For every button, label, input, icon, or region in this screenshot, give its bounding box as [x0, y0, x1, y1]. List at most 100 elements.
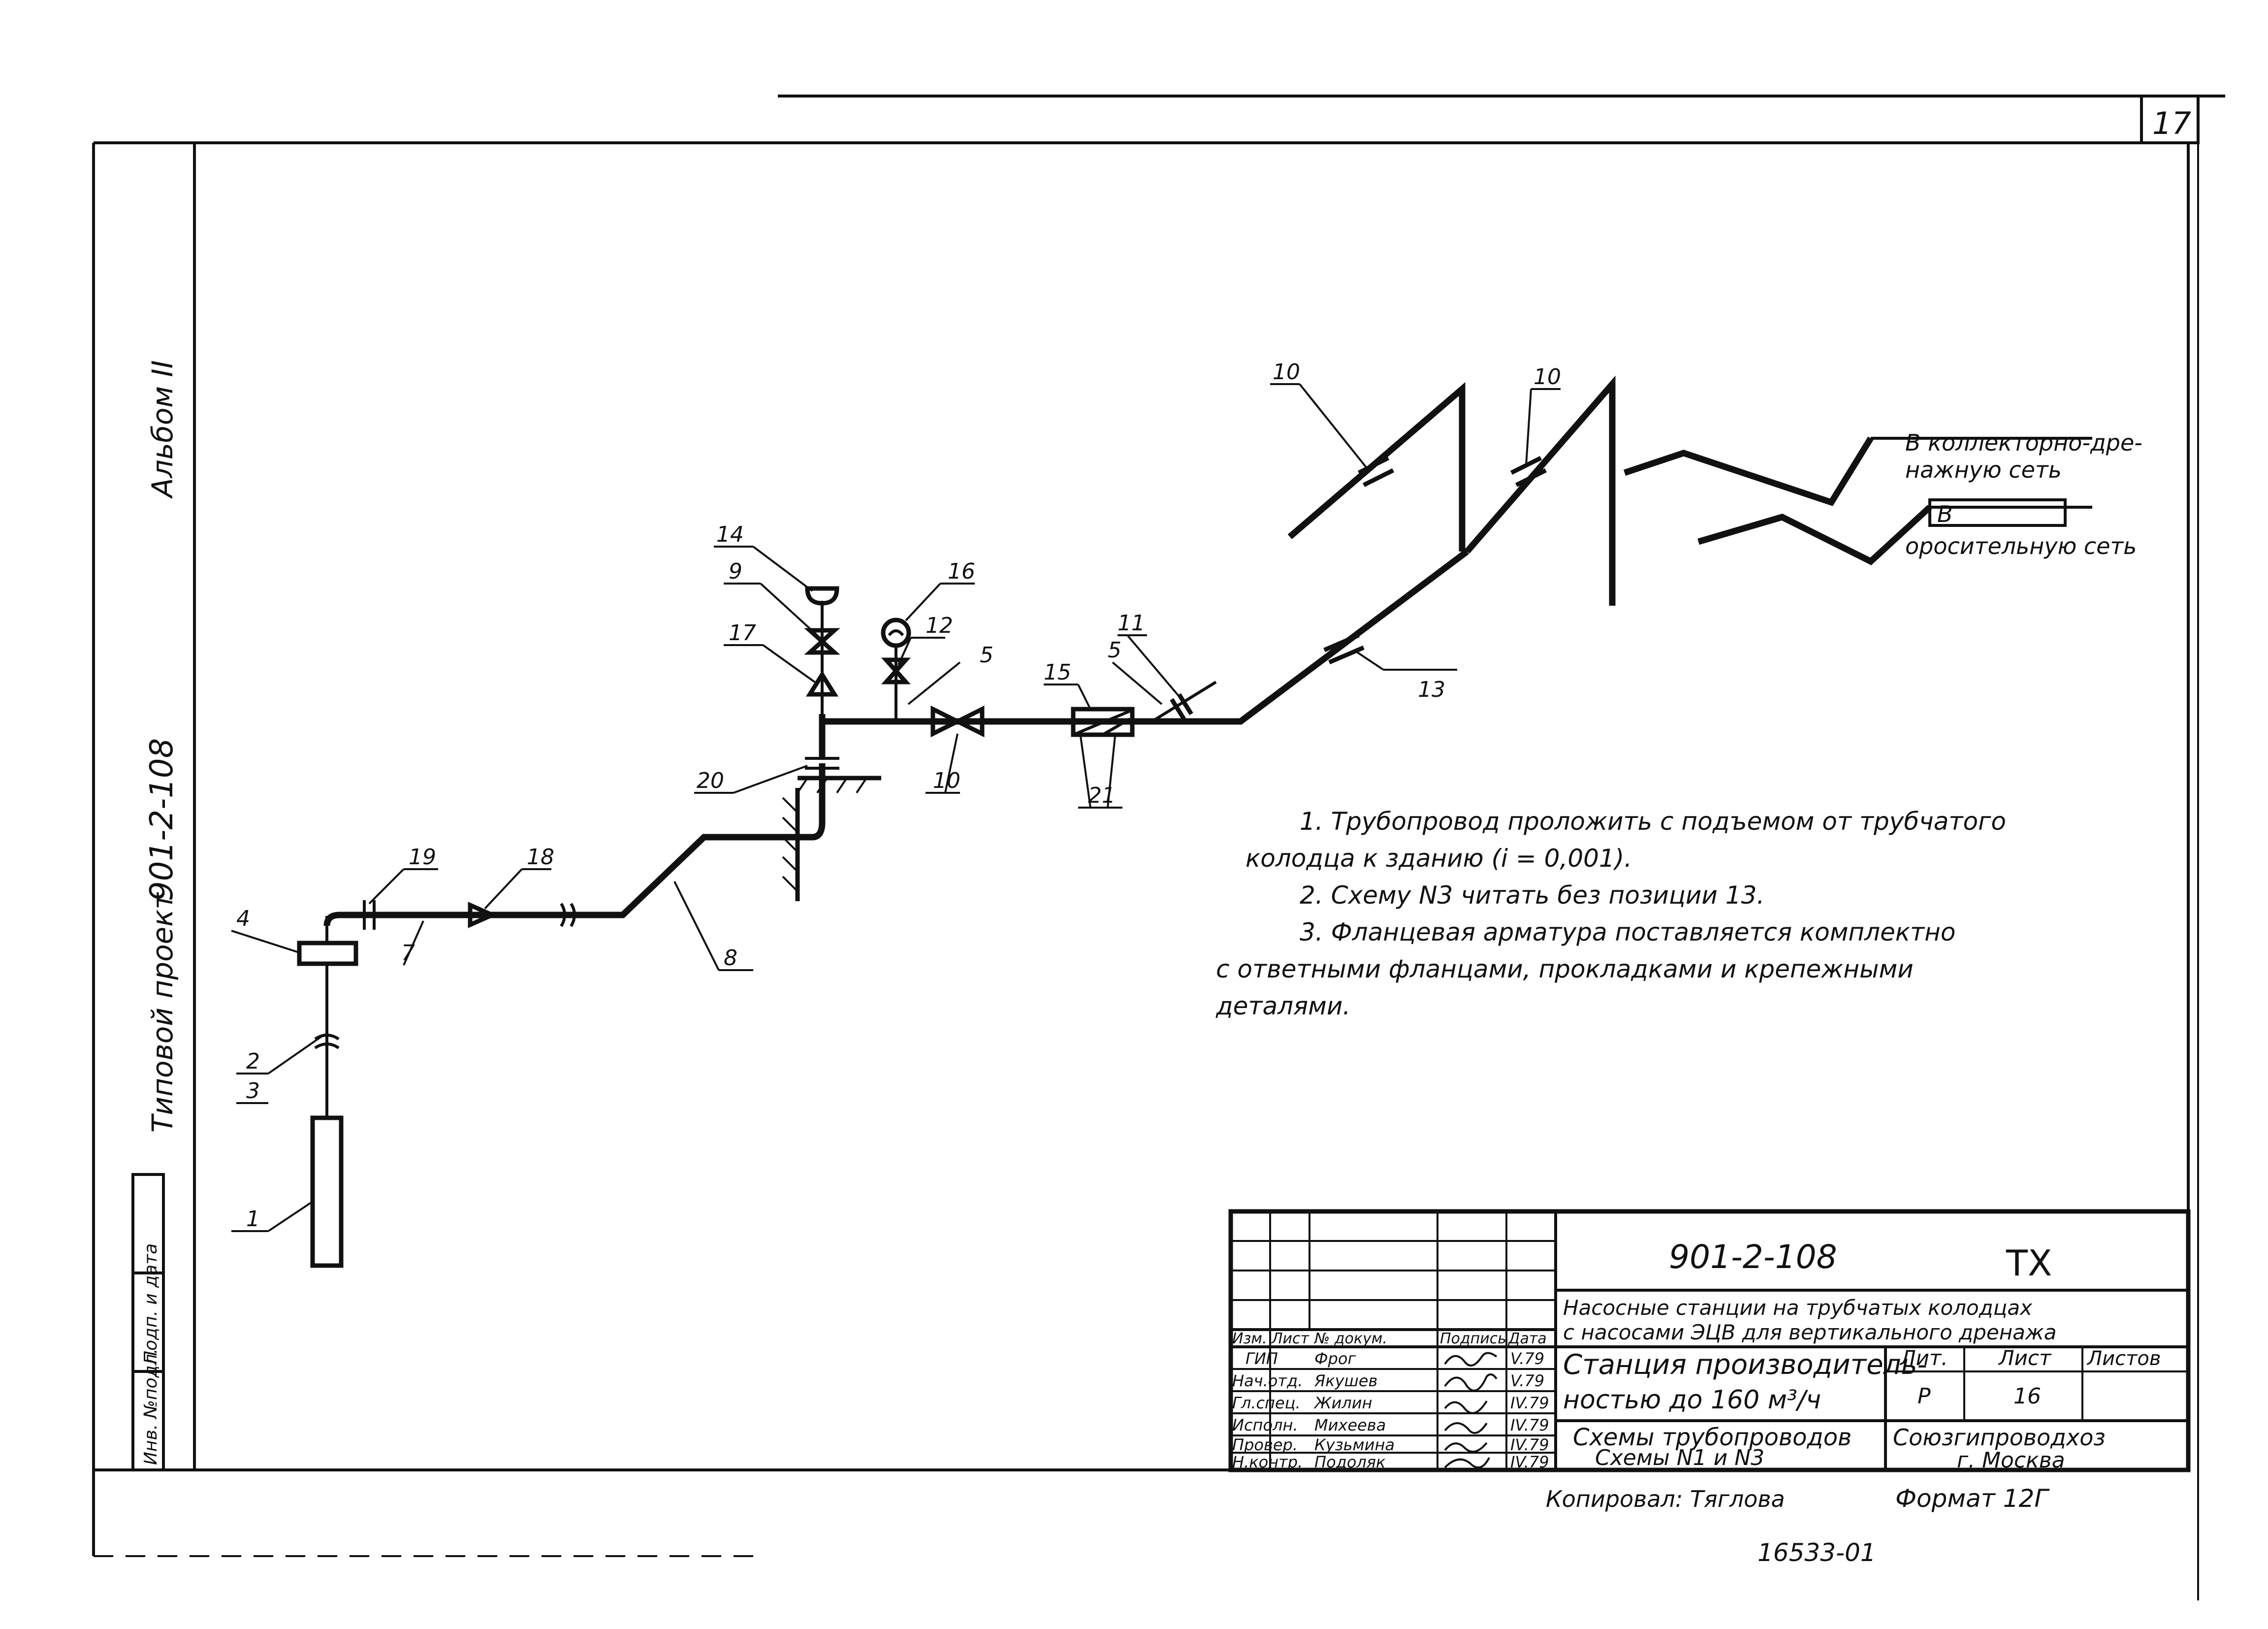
row-date: V.79: [1510, 1371, 1544, 1390]
col-izm: Изм.: [1232, 1330, 1267, 1347]
note-line: 2. Схему N3 читать без позиции 13.: [1300, 881, 1764, 910]
sheet-value: 16: [2013, 1384, 2041, 1409]
piping-scheme: [297, 375, 2092, 1268]
project-code-side: 901-2-108: [144, 738, 180, 901]
callout-label: 11: [1118, 611, 1145, 636]
left-stamp-strip: Инв. №подл. Подп. и дата: [131, 1173, 165, 1471]
revision-headers: Изм. Лист № докум. Подпись Дата: [1232, 1330, 1547, 1347]
copied-by: Копировал: Тяглова: [1546, 1486, 1785, 1512]
valve-13: [1323, 633, 1365, 665]
pressure-gauge-16: [881, 618, 911, 648]
sheets-label: Листов: [2086, 1347, 2161, 1370]
station-title-1: Станция производитель-: [1563, 1349, 1927, 1381]
col-doc: № докум.: [1313, 1330, 1387, 1347]
row-role: Провер.: [1232, 1435, 1298, 1454]
row-date: IV.79: [1510, 1435, 1549, 1454]
check-valve-18: [468, 902, 498, 928]
callout-label: 3: [246, 1078, 260, 1104]
note-line: 1. Трубопровод проложить с подъемом от т…: [1300, 807, 2006, 836]
notes: 1. Трубопровод проложить с подъемом от т…: [1215, 807, 2006, 1020]
callout-label: 5: [1108, 638, 1121, 663]
gate-valve-10-main: [930, 705, 985, 738]
callout-label: 17: [729, 620, 756, 646]
lit-value: Р: [1917, 1384, 1931, 1409]
callout-label: 14: [716, 522, 744, 547]
org-name: Союзгипроводхоз: [1893, 1424, 2106, 1451]
project-type-side: Типовой проект: [146, 892, 179, 1133]
row-name: Жилин: [1313, 1394, 1372, 1412]
row-date: IV.79: [1510, 1416, 1549, 1434]
callout-label: 19: [409, 845, 436, 870]
dest-irrigation-2: оросительную сеть: [1905, 533, 2137, 559]
format-label: Формат 12Г: [1895, 1484, 2050, 1513]
gate-valve-9: [804, 628, 840, 655]
valve-12: [881, 657, 911, 684]
row-date: IV.79: [1510, 1453, 1549, 1471]
note-line: деталями.: [1215, 992, 1350, 1020]
row-date: V.79: [1510, 1349, 1544, 1368]
row-name: Фрог: [1314, 1349, 1356, 1368]
row-name: Якушев: [1314, 1371, 1377, 1390]
sign-date-label: Подп. и дата: [141, 1243, 161, 1364]
callout-label: 9: [729, 559, 742, 584]
callout-label: 8: [724, 945, 737, 971]
callout-label: 15: [1044, 660, 1071, 685]
note-line: с ответными фланцами, прокладками и креп…: [1216, 955, 1914, 983]
callout-label: 16: [948, 559, 975, 584]
archive-number: 16533-01: [1757, 1538, 1876, 1567]
valve-10-a: [1357, 456, 1395, 488]
row-role: Н.контр.: [1232, 1453, 1303, 1471]
callout-label: 13: [1418, 677, 1445, 702]
stage-mark: ТХ: [2006, 1242, 2052, 1284]
callout-label: 10: [933, 768, 960, 793]
org-city: г. Москва: [1957, 1448, 2065, 1473]
row-name: Кузьмина: [1314, 1435, 1395, 1454]
sheet-title-1: Схемы трубопроводов: [1573, 1424, 1852, 1451]
row-role: Нач.отд.: [1232, 1371, 1303, 1390]
station-title-2: ностью до 160 м³/ч: [1563, 1385, 1821, 1415]
row-role: Гл.спец.: [1232, 1394, 1301, 1412]
callout-label: 12: [926, 613, 953, 638]
page-number: 17: [2152, 105, 2191, 141]
note-line: 3. Фланцевая арматура поставляется компл…: [1300, 918, 1955, 946]
submersible-pump: [310, 1115, 344, 1268]
dest-irrigation-prefix: В: [1937, 501, 1953, 527]
handwritten-signatures: [1444, 1352, 1498, 1468]
side-margin: Альбом II 901-2-108 Типовой проект: [144, 360, 180, 1133]
sheet-label: Лист: [1998, 1346, 2052, 1370]
callout-label: 10: [1273, 359, 1300, 385]
signature-rows: ГИП Фрог V.79 Нач.отд. Якушев V.79 Гл.сп…: [1232, 1349, 1549, 1471]
callout-label: 10: [1533, 364, 1561, 390]
callouts: 1 2 3 4 5 5 7 8 9 10 10 10 11 12 13 14 1…: [231, 359, 1561, 1232]
dest-collector-1: В коллекторно-дре-: [1905, 429, 2142, 456]
note-line: колодца к зданию (i = 0,001).: [1246, 844, 1632, 873]
col-date: Дата: [1507, 1330, 1547, 1347]
callout-label: 1: [246, 1206, 260, 1232]
project-title-2: с насосами ЭЦВ для вертикального дренажа: [1563, 1320, 2056, 1344]
album-label: Альбом II: [146, 360, 179, 499]
callout-label: 21: [1088, 783, 1116, 808]
col-sign: Подпись: [1440, 1330, 1506, 1347]
wellhead: [297, 941, 358, 966]
inv-no-label: Инв. №подл.: [141, 1348, 161, 1465]
col-list: Лист: [1271, 1330, 1310, 1347]
check-valve-17: [805, 670, 839, 697]
air-valve-14: [805, 586, 839, 606]
row-role: Исполн.: [1232, 1416, 1298, 1434]
sheet-frame: [92, 95, 2225, 1600]
row-date: IV.79: [1510, 1394, 1549, 1412]
callout-label: 2: [246, 1049, 260, 1074]
row-role: ГИП: [1246, 1349, 1278, 1368]
doc-code: 901-2-108: [1669, 1238, 1837, 1276]
callout-label: 5: [980, 643, 993, 668]
callout-label: 7: [401, 941, 415, 966]
callout-label: 4: [236, 906, 250, 931]
title-block: [1228, 1209, 2191, 1472]
dest-collector-2: нажную сеть: [1905, 456, 2062, 483]
sheet-title-2: Схемы N1 и N3: [1595, 1445, 1764, 1470]
row-name: Михеева: [1314, 1416, 1386, 1434]
project-title-1: Насосные станции на трубчатых колодцах: [1563, 1296, 2033, 1320]
callout-label: 18: [527, 845, 554, 870]
callout-label: 20: [697, 768, 724, 793]
